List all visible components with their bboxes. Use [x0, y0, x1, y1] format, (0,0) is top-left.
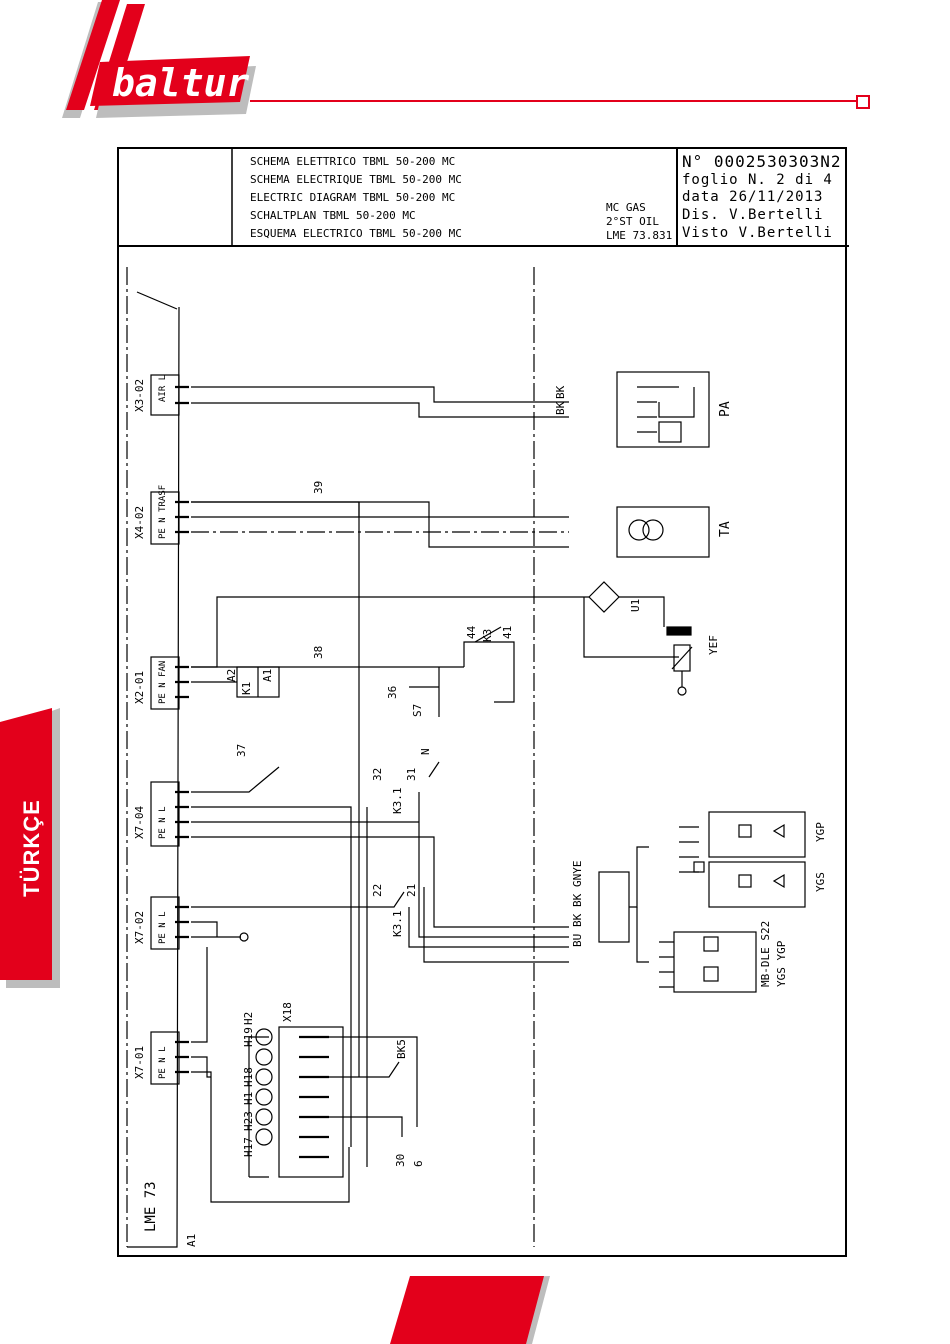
device-label-k3-1-a: K3.1: [391, 788, 404, 815]
footer-tab: [390, 1276, 550, 1344]
pins-label-x2-01: PE N FAN: [158, 661, 168, 704]
device-label-pa: PA: [718, 401, 733, 417]
wiring-schematic: X3-02 X4-02 X2-01 X7-04 X7-02 X7-01 AIR …: [126, 267, 827, 1248]
wire-color-bu: BU: [571, 934, 584, 947]
wire-color-bk-1: BK: [554, 385, 567, 399]
wire-label-31: 31: [405, 768, 418, 781]
wire-label-6: 6: [412, 1160, 425, 1167]
title-es: ESQUEMA ELECTRICO TBML 50-200 MC: [250, 227, 462, 240]
title-it: SCHEMA ELETTRICO TBML 50-200 MC: [250, 155, 456, 168]
logo-text: baltur: [112, 61, 249, 105]
wire-label-30: 30: [394, 1154, 407, 1167]
wire-label-39: 39: [312, 481, 325, 494]
connector-label-x7-02: X7-02: [133, 911, 146, 944]
header-rule: [250, 100, 860, 102]
pins-label-x3-02: AIR L: [158, 375, 168, 402]
device-label-ygp: YGP: [814, 822, 827, 842]
controller-label: LME 73: [143, 1181, 159, 1232]
lamp-label-h19: H19: [242, 1027, 255, 1047]
controller-ref: A1: [185, 1234, 198, 1247]
sheet-number: foglio N. 2 di 4: [682, 172, 833, 188]
lamp-label-h17: H17: [242, 1137, 255, 1157]
title-de: SCHALTPLAN TBML 50-200 MC: [250, 209, 416, 222]
title-en: ELECTRIC DIAGRAM TBML 50-200 MC: [250, 191, 456, 204]
variant-2: 2°ST OIL: [606, 215, 659, 228]
drawing-date: data 26/11/2013: [682, 189, 824, 205]
device-label-k3: K3: [481, 629, 494, 642]
baltur-logo: baltur: [62, 0, 256, 118]
wire-label-36: 36: [386, 686, 399, 699]
lamp-label-h18: H18: [242, 1067, 255, 1087]
drawing-sheet: SCHEMA ELETTRICO TBML 50-200 MC SCHEMA E…: [117, 147, 849, 1257]
wire-color-bk-2: BK: [554, 401, 567, 415]
terminal-block-label: X18: [281, 1002, 294, 1022]
device-label-k1: K1: [240, 682, 253, 695]
wire-label-21: 21: [405, 884, 418, 897]
language-side-tab: [0, 708, 60, 988]
wire-color-gnye: GNYE: [571, 861, 584, 888]
lamp-label-h23: H23: [242, 1111, 255, 1131]
drawing-number: N° 0002530303N2: [682, 152, 842, 171]
lamp-label-h2: H2: [242, 1012, 255, 1025]
device-label-u1: U1: [629, 599, 642, 612]
pins-label-x4-02: PE N TRASF: [158, 485, 168, 539]
connector-label-x3-02: X3-02: [133, 379, 146, 412]
device-label-k3-1-b: K3.1: [391, 911, 404, 938]
title-fr: SCHEMA ELECTRIQUE TBML 50-200 MC: [250, 173, 462, 186]
wire-label-44: 44: [465, 625, 478, 639]
title-block-frame: [119, 149, 849, 247]
language-label: TÜRKÇE: [19, 799, 44, 897]
drawn-by: Dis. V.Bertelli: [682, 207, 824, 223]
wire-label-37: 37: [235, 744, 248, 757]
wire-label-22: 22: [371, 884, 384, 897]
device-label-a2: A2: [225, 669, 238, 682]
device-label-a1: A1: [261, 669, 274, 682]
device-label-ygs-ygp: YGS YGP: [775, 940, 788, 987]
variant-3: LME 73.831: [606, 229, 673, 242]
connector-label-x7-04: X7-04: [133, 806, 146, 839]
pins-label-x7-01: PE N L: [158, 1046, 168, 1079]
device-label-ta: TA: [718, 521, 733, 537]
device-label-yef: YEF: [707, 635, 720, 655]
pins-label-x7-02: PE N L: [158, 911, 168, 944]
header-square-icon: [856, 95, 870, 109]
wire-label-bk5: BK5: [395, 1039, 408, 1059]
wire-color-bk-3: BK: [571, 893, 584, 907]
variant-1: MC GAS: [606, 201, 646, 214]
checked-by: Visto V.Bertelli: [682, 225, 833, 241]
device-label-ygs: YGS: [814, 872, 827, 892]
connector-label-x2-01: X2-01: [133, 671, 146, 704]
connector-label-x7-01: X7-01: [133, 1046, 146, 1079]
wire-label-n: N: [419, 748, 432, 755]
pins-label-x7-04: PE N L: [158, 806, 168, 839]
wire-color-bk-4: BK: [571, 913, 584, 927]
wire-label-41: 41: [501, 626, 514, 639]
wire-label-38: 38: [312, 646, 325, 659]
lamp-label-h1: H1: [242, 1092, 255, 1105]
wire-label-32: 32: [371, 768, 384, 781]
device-label-s7: S7: [411, 704, 424, 717]
device-label-mb-dle: MB-DLE S22: [759, 921, 772, 987]
connector-label-x4-02: X4-02: [133, 506, 146, 539]
